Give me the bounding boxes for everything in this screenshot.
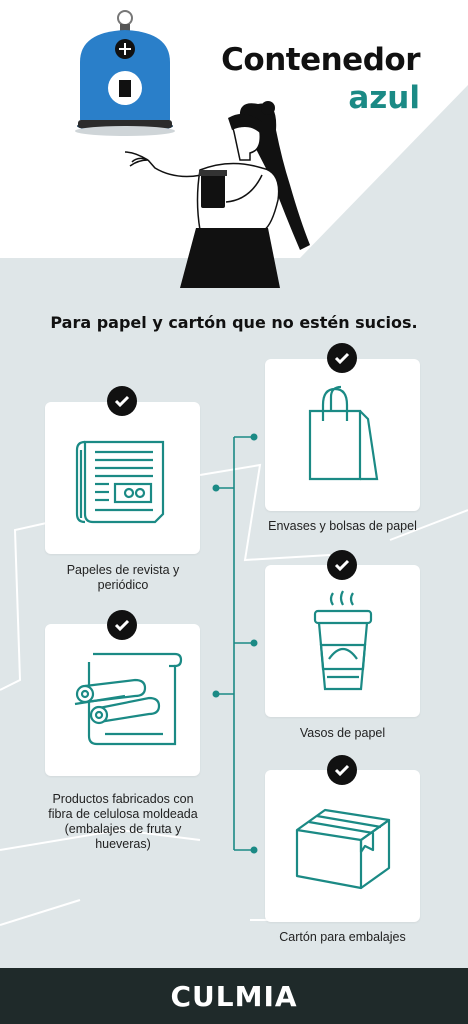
footer: CULMIA (0, 968, 468, 1024)
card-paper-bag (265, 359, 420, 511)
page-title: Contenedor azul (221, 42, 420, 116)
card-paper-rolls (45, 624, 200, 776)
brand-logo: CULMIA (170, 980, 298, 1013)
check-icon (107, 610, 137, 640)
title-line-2: azul (348, 80, 420, 116)
paper-bag-icon (308, 385, 379, 481)
label-paper-rolls: Productos fabricados con fibra de celulo… (48, 792, 198, 851)
label-cardboard-box: Cartón para embalajes (279, 930, 406, 944)
card-cardboard-box (265, 770, 420, 922)
check-icon (327, 550, 357, 580)
check-icon (327, 343, 357, 373)
check-icon (327, 755, 357, 785)
blue-container-icon (75, 10, 175, 136)
paper-cup-icon (313, 590, 373, 691)
paper-rolls-icon (74, 652, 183, 746)
label-paper-cup: Vasos de papel (299, 726, 386, 740)
label-paper-bag: Envases y bolsas de papel (268, 519, 417, 533)
woman-holding-cup-illustration (124, 101, 310, 288)
check-icon (107, 386, 137, 416)
subtitle: Para papel y cartón que no estén sucios. (50, 313, 418, 332)
title-line-1: Contenedor (221, 42, 420, 78)
card-paper-cup (265, 565, 420, 717)
cardboard-box-icon (295, 808, 391, 890)
newspaper-icon (75, 440, 165, 524)
card-newspaper (45, 402, 200, 554)
label-newspaper: Papeles de revista y periódico (66, 563, 180, 592)
